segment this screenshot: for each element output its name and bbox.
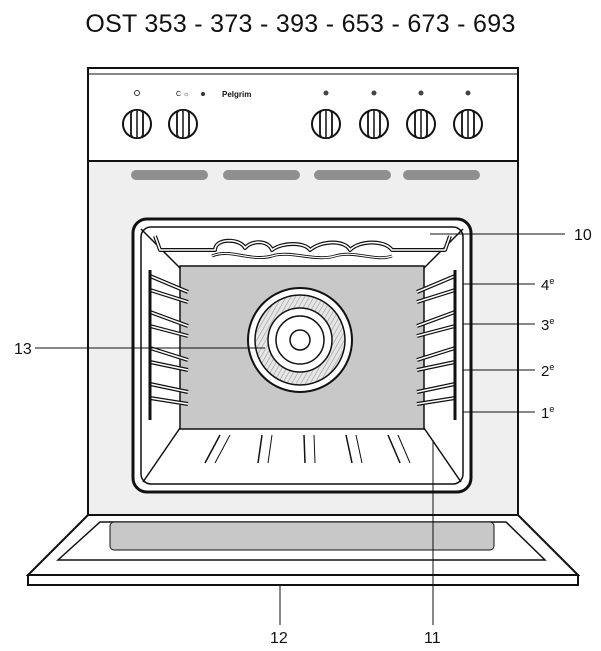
vent-slot bbox=[314, 170, 391, 180]
panel-symbols: C ☼ bbox=[176, 91, 189, 98]
diagram-title: OST 353 - 373 - 393 - 653 - 673 - 693 bbox=[85, 10, 516, 38]
left-shelf-rails bbox=[148, 270, 189, 420]
control-panel: C ☼ Pelgrim bbox=[87, 67, 519, 162]
vent-slot bbox=[403, 170, 480, 180]
convection-fan bbox=[247, 287, 353, 393]
shelf-level-4: 4e bbox=[541, 276, 554, 294]
right-shelf-rails bbox=[416, 270, 457, 420]
vent-slot bbox=[131, 170, 208, 180]
door-window bbox=[109, 521, 495, 551]
oven-floor bbox=[204, 434, 401, 464]
knob-hob-1[interactable] bbox=[311, 109, 341, 139]
callout-12: 12 bbox=[270, 630, 288, 647]
brand-logo: Pelgrim bbox=[222, 90, 251, 99]
callout-10: 10 bbox=[574, 227, 592, 244]
knob-hob-2[interactable] bbox=[359, 109, 389, 139]
knob-hob-3[interactable] bbox=[406, 109, 436, 139]
shelf-level-1: 1e bbox=[541, 404, 554, 422]
knob-thermostat[interactable] bbox=[168, 109, 198, 139]
shelf-level-2: 2e bbox=[541, 362, 554, 380]
oven-cavity bbox=[131, 217, 473, 494]
vent-slot bbox=[223, 170, 300, 180]
callout-leaders bbox=[35, 233, 565, 625]
knob-oven-function[interactable] bbox=[122, 109, 152, 139]
oven-door[interactable] bbox=[25, 514, 581, 586]
callout-13: 13 bbox=[14, 341, 32, 358]
shelf-level-3: 3e bbox=[541, 316, 554, 334]
knob-hob-4[interactable] bbox=[453, 109, 483, 139]
callout-11: 11 bbox=[424, 630, 441, 647]
